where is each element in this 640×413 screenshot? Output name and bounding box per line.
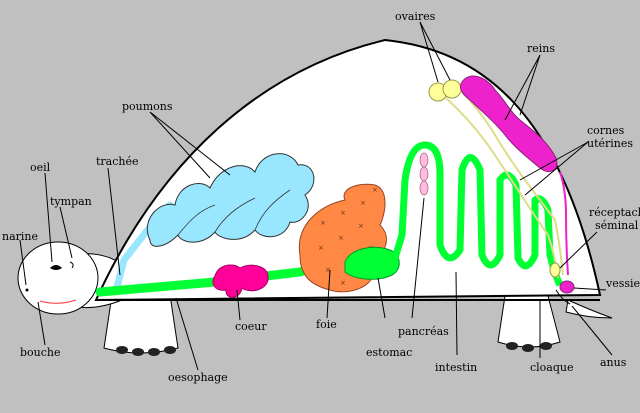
svg-text:×: × bbox=[318, 244, 324, 252]
front-leg bbox=[103, 294, 179, 354]
label-oeil: oeil bbox=[30, 161, 51, 174]
hind-leg bbox=[497, 295, 561, 348]
label-anus: anus bbox=[600, 356, 627, 369]
legs bbox=[103, 294, 613, 356]
label-seminal: séminal bbox=[595, 219, 639, 232]
hind-claws bbox=[506, 342, 552, 352]
label-coeur: coeur bbox=[235, 320, 267, 333]
eye bbox=[50, 265, 62, 270]
label-bouche: bouche bbox=[20, 346, 61, 359]
label-uterines: utérines bbox=[587, 137, 633, 150]
nostril bbox=[25, 288, 29, 292]
heart bbox=[212, 264, 269, 298]
ureter bbox=[559, 171, 569, 276]
kidneys bbox=[459, 75, 558, 173]
seminal-receptacle bbox=[549, 262, 561, 278]
front-claws bbox=[116, 346, 176, 356]
pancreas bbox=[419, 152, 429, 196]
ovaries bbox=[428, 79, 462, 102]
label-reins: reins bbox=[527, 42, 555, 55]
label-tympan: tympan bbox=[50, 195, 92, 208]
svg-text:×: × bbox=[338, 234, 344, 242]
lungs bbox=[146, 153, 315, 247]
label-vessie: vessie bbox=[605, 277, 640, 290]
tail bbox=[565, 299, 613, 319]
mouth bbox=[39, 299, 77, 304]
intestine bbox=[391, 141, 564, 287]
lung-lobes bbox=[177, 189, 291, 236]
label-cloaque: cloaque bbox=[530, 361, 574, 374]
bladder bbox=[559, 280, 575, 294]
svg-text:×: × bbox=[372, 186, 378, 194]
svg-text:×: × bbox=[325, 266, 331, 274]
label-cornes: cornes bbox=[587, 124, 625, 137]
label-intestin: intestin bbox=[435, 361, 477, 374]
label-ovaires: ovaires bbox=[395, 10, 436, 23]
svg-text:×: × bbox=[360, 199, 366, 207]
svg-text:×: × bbox=[358, 222, 364, 230]
tympanum bbox=[69, 261, 74, 269]
label-trachee: trachée bbox=[96, 155, 139, 168]
cloaca bbox=[555, 289, 571, 305]
svg-text:×: × bbox=[340, 279, 346, 287]
label-narine: narine bbox=[2, 230, 38, 243]
svg-text:×: × bbox=[320, 219, 326, 227]
label-receptacle: réceptacle bbox=[589, 206, 640, 219]
label-oesophage: oesophage bbox=[168, 371, 228, 384]
label-estomac: estomac bbox=[366, 346, 412, 359]
head-shape bbox=[17, 241, 99, 315]
svg-text:×: × bbox=[340, 209, 346, 217]
labels: ovaires reins poumons cornes utérines oe… bbox=[2, 10, 640, 384]
label-pancreas: pancréas bbox=[398, 325, 449, 338]
uterine-horns bbox=[445, 89, 564, 279]
leader-lines bbox=[19, 21, 613, 371]
stomach bbox=[344, 246, 400, 280]
label-poumons: poumons bbox=[122, 100, 173, 113]
label-foie: foie bbox=[316, 318, 337, 331]
